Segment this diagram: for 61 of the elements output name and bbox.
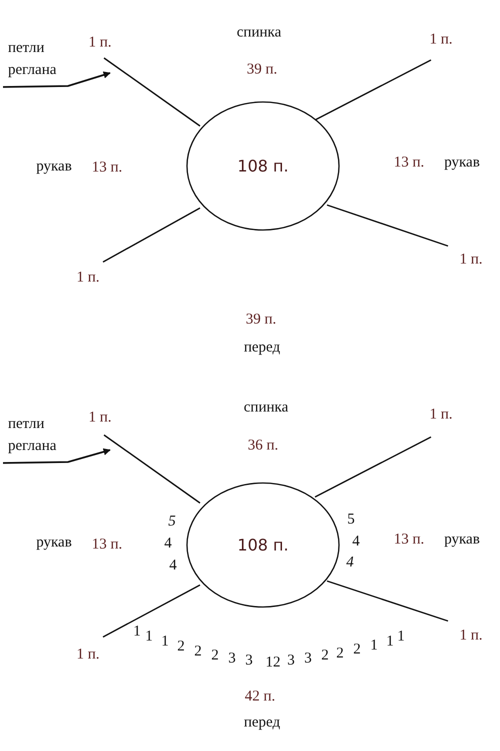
decrease-count: 3 (228, 652, 236, 666)
decrease-count: 1 (397, 630, 405, 644)
arrow (2, 71, 111, 88)
stitch-count: 13 п. (394, 156, 424, 170)
decrease-count: 1 (386, 634, 394, 650)
stitch-count: 5 (168, 514, 176, 530)
stitch-count: 4 (169, 558, 177, 574)
stitch-count: 1 п. (459, 252, 483, 268)
decrease-count: 2 (353, 642, 361, 658)
decrease-count: 1 (133, 624, 141, 640)
part-label: перед (244, 340, 280, 356)
raglan-line (314, 436, 432, 498)
raglan-line (104, 434, 200, 504)
callout-text: петли реглана (8, 413, 78, 457)
stitch-count: 4 (164, 536, 172, 552)
decrease-count: 3 (304, 652, 312, 666)
raglan-line (102, 584, 200, 638)
decrease-count: 3 (245, 654, 253, 668)
stitch-count: 1 п. (88, 410, 112, 426)
decrease-count: 2 (321, 648, 329, 664)
part-label: рукав (36, 160, 72, 174)
stitch-count: 13 п. (394, 532, 424, 548)
part-label: рукав (36, 536, 72, 550)
callout-text: петли реглана (8, 37, 78, 81)
decrease-count: 1 (145, 630, 153, 644)
part-label: спинка (236, 26, 282, 40)
decrease-count: 2 (194, 644, 202, 660)
stitch-count: 1 п. (76, 270, 100, 286)
stitch-count: 42 п. (244, 690, 276, 704)
stitch-count: 108 п. (237, 156, 289, 176)
stitch-count: 36 п. (248, 438, 278, 454)
decrease-count: 3 (287, 654, 295, 668)
raglan-line (104, 57, 200, 127)
stitch-count: 1 п. (429, 32, 453, 48)
stitch-count: 5 (347, 512, 355, 528)
stitch-count: 1 п. (429, 408, 453, 422)
decrease-count: 12 (266, 656, 280, 670)
decrease-count: 2 (177, 640, 185, 654)
raglan-line (326, 580, 448, 622)
stitch-count: 108 п. (237, 536, 289, 554)
raglan-line (326, 204, 448, 247)
stitch-count: 39 п. (246, 62, 278, 78)
decrease-count: 2 (211, 648, 219, 664)
stitch-count: 4 (352, 534, 360, 550)
stitch-count: 13 п. (92, 160, 122, 176)
part-label: перед (244, 716, 280, 730)
part-label: рукав (444, 156, 480, 170)
decrease-count: 1 (161, 634, 169, 650)
stitch-count: 1 п. (459, 628, 483, 644)
raglan-line (102, 207, 200, 263)
part-label: рукав (444, 532, 480, 548)
stitch-count: 13 п. (92, 538, 122, 552)
arrow (2, 448, 111, 464)
raglan-line (314, 59, 432, 121)
part-label: спинка (244, 400, 288, 416)
stitch-count: 1 п. (88, 36, 112, 50)
stitch-count: 1 п. (76, 648, 100, 662)
decrease-count: 2 (336, 646, 344, 662)
stitch-count: 39 п. (246, 312, 276, 328)
stitch-count: 4 (346, 556, 354, 570)
decrease-count: 1 (370, 638, 378, 654)
